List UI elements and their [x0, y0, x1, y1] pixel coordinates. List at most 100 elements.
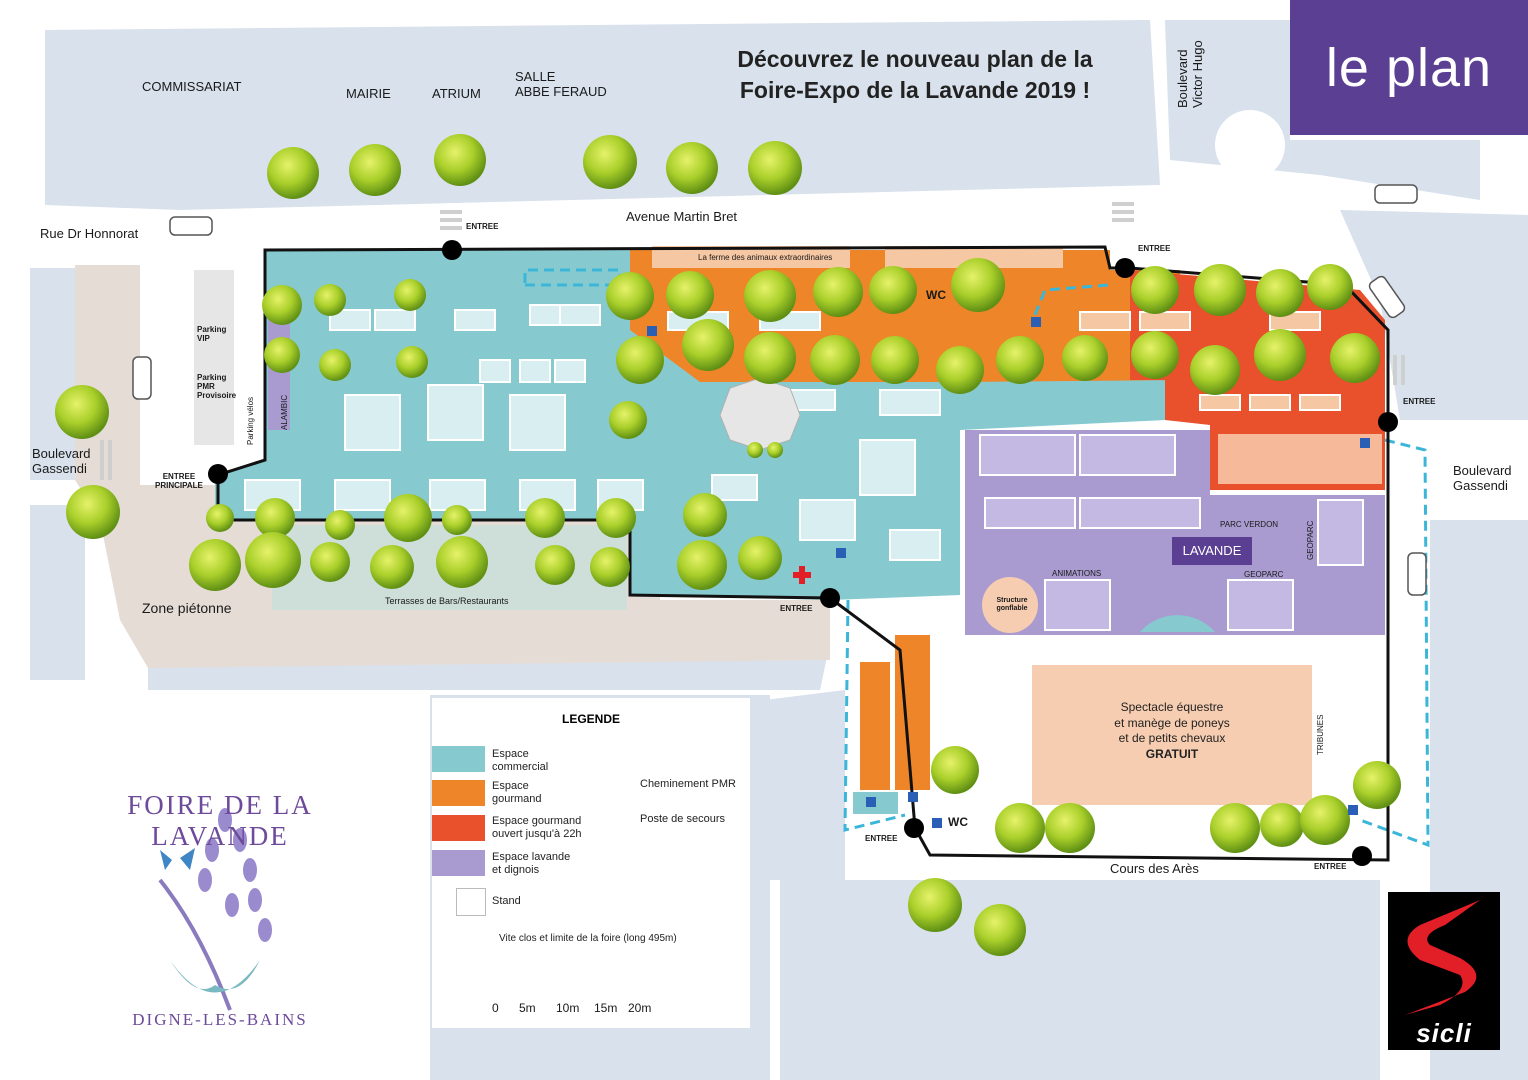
label-parking-pmr-line-2: PMR: [197, 382, 215, 392]
stands: [244, 304, 941, 561]
legend-pmr: Cheminement PMR: [640, 778, 736, 790]
crosswalks: [100, 202, 1405, 480]
label-parking-pmr: Parking PMR Provisoire: [197, 373, 236, 401]
legend-item-lavande: Espace lavande et dignois: [492, 851, 570, 877]
label-animations: ANIMATIONS: [1052, 569, 1102, 578]
legend-secours: Poste de secours: [640, 813, 725, 825]
label-alambic: ALAMBIC: [280, 394, 289, 430]
label-spectacle: Spectacle équestre et manège de poneys e…: [1032, 700, 1312, 762]
legend-item-stand: Stand: [492, 895, 521, 907]
spectacle-area: [1032, 665, 1312, 805]
gourmand-bottom-1: [860, 662, 890, 790]
legend-swatch-stand: [456, 888, 486, 916]
headline-line-2: Foire-Expo de la Lavande 2019 !: [739, 77, 1091, 104]
label-parking-vip-line-1: Parking: [197, 325, 227, 334]
label-tribunes: TRIBUNES: [1316, 714, 1325, 755]
label-bd-gassendi-right-line-1: Boulevard: [1453, 463, 1512, 478]
scale-5m: 5m: [519, 1001, 536, 1015]
label-spectacle-line-2: et manège de poneys: [1114, 715, 1230, 730]
plan-badge-label: le plan: [1325, 37, 1493, 98]
label-structure-line-1: Structure: [996, 597, 1028, 604]
legend-swatch-gourmand-22h: [432, 815, 485, 841]
sicli-wordmark: sicli: [1416, 1018, 1472, 1048]
label-cours-des-ares: Cours des Arès: [1110, 861, 1199, 876]
trees: [55, 134, 1401, 956]
label-spectacle-line-3: et de petits chevaux: [1118, 731, 1226, 746]
pmr-path: [523, 268, 1430, 848]
scale-20m: 20m: [628, 1001, 652, 1015]
label-salle-line-1: SALLE: [515, 69, 556, 84]
ferme-area-2: [885, 246, 1063, 268]
legend-item-gourmand-22h-line-2: ouvert jusqu'à 22h: [492, 828, 582, 841]
legend-swatch-lavande: [432, 850, 485, 876]
parking-vip: [194, 270, 234, 445]
festival-logo: [158, 808, 272, 1011]
legend-title: LEGENDE: [561, 712, 620, 726]
entrance-dots: [208, 240, 1398, 866]
label-parc-verdon: PARC VERDON: [1220, 520, 1279, 529]
scale-15m: 15m: [594, 1001, 618, 1015]
label-atrium: ATRIUM: [432, 86, 481, 101]
structure-gonflable: [982, 577, 1038, 633]
label-parking-pmr-line-1: Parking: [197, 373, 227, 382]
label-lavande: LAVANDE: [1172, 537, 1252, 565]
entrance-top-left: ENTREE: [466, 222, 499, 231]
entrance-principale: ENTREE PRINCIPALE: [155, 472, 203, 490]
label-mairie: MAIRIE: [346, 86, 391, 101]
entrance-bottom-right: ENTREE: [1314, 862, 1347, 871]
scale-0: 0: [492, 1001, 499, 1015]
label-bd-victor-hugo: Boulevard Victor Hugo: [1175, 40, 1206, 108]
logo-arc-top: FOIRE DE LA LAVANDE: [127, 790, 313, 852]
entrance-center: ENTREE: [780, 604, 813, 613]
label-spectacle-line-4: GRATUIT: [1145, 746, 1199, 761]
label-structure-gonflable: Structure gonflable: [990, 597, 1034, 613]
label-structure-line-2: gonflable: [996, 605, 1028, 613]
label-parking-vip: Parking VIP: [197, 325, 226, 343]
stands-lavande: [979, 434, 1364, 631]
label-parking-pmr-line-3: Provisoire: [197, 391, 237, 401]
entrance-bottom-left: ENTREE: [865, 834, 898, 843]
sicli-logo-mark: [1405, 900, 1480, 1015]
legend-item-gourmand: Espace gourmand: [492, 780, 542, 806]
headline: Découvrez le nouveau plan de la Foire-Ex…: [690, 44, 1140, 106]
entrance-right: ENTREE: [1403, 397, 1436, 406]
legend-item-lavande-line-1: Espace lavande: [492, 851, 571, 863]
gazebo: [719, 377, 801, 451]
entrance-principale-line-2: PRINCIPALE: [155, 481, 203, 491]
label-terrasses: Terrasses de Bars/Restaurants: [385, 596, 509, 606]
legend-item-gourmand-line-2: gourmand: [492, 793, 542, 806]
label-geoparc: GEOPARC: [1244, 570, 1284, 579]
legend: LEGENDE Espace commercial Espace gourman…: [432, 698, 750, 1028]
entrance-principale-line-1: ENTREE: [162, 472, 196, 481]
first-aid-cross: [793, 566, 811, 584]
label-wc-top: WC: [926, 288, 946, 302]
ferme-area: [652, 246, 850, 268]
legend-limit: Vite clos et limite de la foire (long 49…: [499, 933, 677, 944]
label-bd-gassendi-left: Boulevard Gassendi: [32, 446, 91, 477]
label-bd-victor-hugo-line-2: Victor Hugo: [1189, 40, 1205, 108]
label-bd-gassendi-right: Boulevard Gassendi: [1453, 463, 1512, 494]
label-wc-bottom: WC: [948, 815, 968, 829]
scale-10m: 10m: [556, 1001, 580, 1015]
label-bd-gassendi-left-line-2: Gassendi: [32, 460, 87, 476]
label-avenue-martin-bret: Avenue Martin Bret: [626, 209, 738, 224]
label-salle-line-2: ABBE FERAUD: [515, 83, 607, 99]
label-geoparc-vertical: GEOPARC: [1306, 520, 1315, 560]
cars: [132, 184, 1427, 596]
label-bd-victor-hugo-line-1: Boulevard: [1175, 49, 1190, 108]
legend-item-commercial: Espace commercial: [492, 748, 548, 774]
label-spectacle-line-1: Spectacle équestre: [1120, 700, 1224, 714]
stands-orange: [1079, 311, 1341, 411]
logo-arc-bottom: DIGNE-LES-BAINS: [132, 1010, 308, 1029]
label-zone-pietonne: Zone piétonne: [142, 600, 232, 616]
legend-swatch-commercial: [432, 746, 485, 772]
label-bd-gassendi-left-line-1: Boulevard: [32, 446, 91, 461]
headline-line-1: Découvrez le nouveau plan de la: [737, 46, 1093, 72]
amphitheatre: [1140, 615, 1215, 632]
label-parking-velos: Parking vélos: [246, 396, 255, 445]
legend-item-commercial-line-1: Espace: [492, 748, 529, 760]
label-ferme: La ferme des animaux extraordinaires: [698, 253, 833, 262]
gourmand-22h-light: [1218, 434, 1382, 484]
legend-swatch-gourmand: [432, 780, 485, 806]
